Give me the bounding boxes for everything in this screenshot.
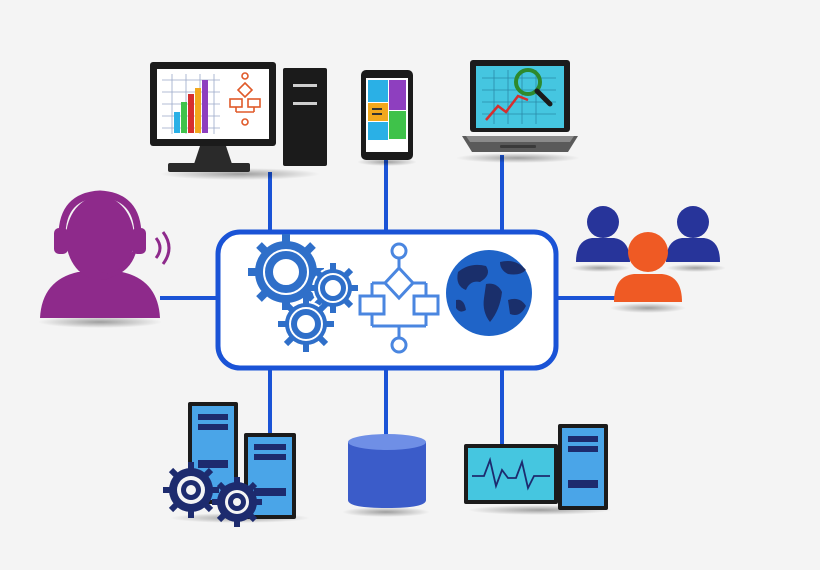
smartphone-icon: [357, 70, 417, 166]
flowchart-icon: [358, 242, 440, 354]
server-gear-large-icon: [163, 462, 219, 518]
server-gears-icon: [163, 402, 310, 527]
connector-lines: [160, 155, 618, 444]
database-icon: [342, 434, 430, 517]
globe-icon: [446, 250, 532, 336]
gears-icon: [248, 234, 358, 352]
chart-thumbnail: [162, 74, 220, 134]
users-group-icon: [570, 206, 726, 313]
user-center-icon: [614, 232, 682, 302]
laptop-icon: [456, 60, 580, 163]
central-hub: [215, 229, 559, 371]
user-left-icon: [576, 206, 630, 262]
server-gear-small-icon: [212, 477, 262, 527]
headset-agent-icon: [38, 190, 171, 328]
user-right-icon: [666, 206, 720, 262]
desktop-computer-icon: [150, 62, 327, 180]
monitor-server-icon: [464, 424, 612, 515]
flowchart-thumbnail: [229, 72, 261, 126]
